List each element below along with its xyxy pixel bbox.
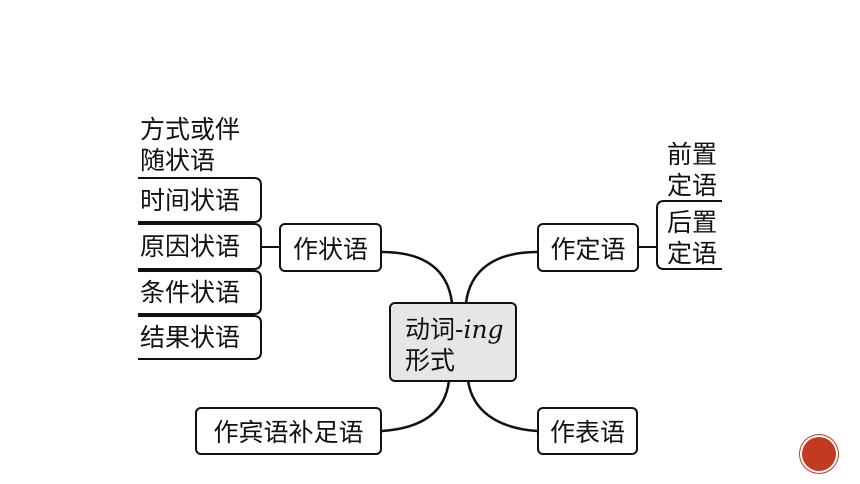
attributive-item-pre-line1: 前置 (667, 140, 718, 169)
center-label-suffix: 形式 (405, 346, 456, 375)
center-label-prefix: 动词- (405, 315, 464, 344)
attributive-item-bracket (656, 200, 722, 270)
adverbial-item-manner-line2: 随状语 (140, 146, 216, 175)
center-label-italic: ing (463, 315, 504, 344)
attributive-item-post-line1: 后置 (667, 208, 718, 237)
adverbial-item-manner: 方式或伴 随状语 (140, 114, 240, 176)
attributive-item-pre: 前置 定语 (667, 139, 717, 201)
adverbial-item-condition: 条件状语 (140, 278, 241, 307)
connector-center-predicative (466, 379, 538, 433)
object-complement-node: 作宾语补足语 (195, 407, 382, 455)
adverbial-item-time: 时间状语 (140, 186, 241, 215)
adverbial-item-result: 结果状语 (140, 323, 241, 352)
adverbial-item-manner-line1: 方式或伴 (140, 115, 241, 144)
attributive-item-pre-line2: 定语 (667, 171, 718, 200)
predicative-node: 作表语 (537, 407, 638, 455)
center-node: 动词-ing 形式 (389, 302, 517, 382)
attributive-item-post: 后置 定语 (667, 207, 717, 269)
attributive-item-post-line2: 定语 (667, 239, 718, 268)
slide-nav-button[interactable] (802, 437, 836, 471)
attributive-node: 作定语 (537, 223, 639, 272)
adverbial-item-reason: 原因状语 (140, 232, 241, 261)
adverbial-node: 作状语 (279, 223, 382, 272)
adverbial-item-brackets (138, 177, 262, 360)
connector-center-attributive (464, 250, 538, 304)
connector-center-object-complement (381, 379, 451, 433)
connector-center-adverbial (381, 250, 454, 304)
